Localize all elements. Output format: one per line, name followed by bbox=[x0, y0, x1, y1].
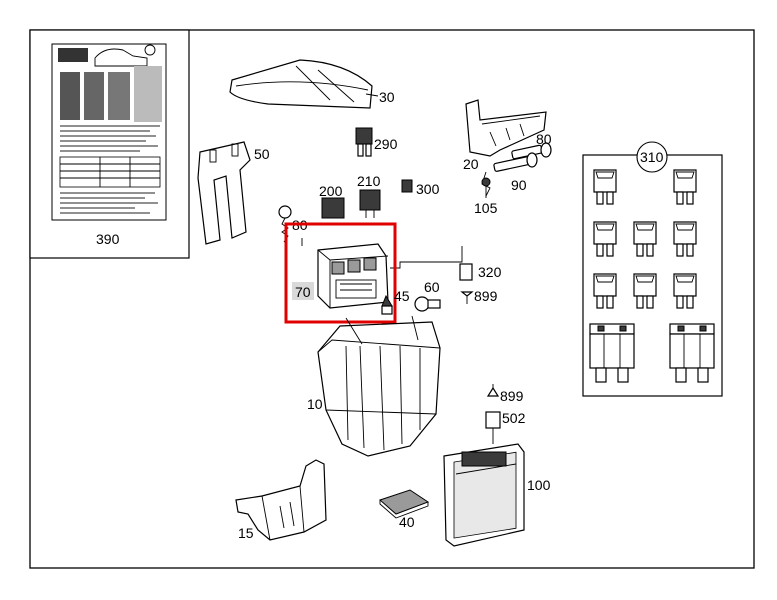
blade-fuse bbox=[633, 273, 657, 309]
instruction-sheet-illustration bbox=[51, 43, 167, 221]
part-relay-200: 200 bbox=[319, 183, 345, 219]
part-connector-320: 320 bbox=[459, 263, 502, 281]
callout-10: 10 bbox=[307, 396, 323, 412]
part-bolt-60: 60 bbox=[414, 279, 441, 312]
part-bracket-20: 20 bbox=[463, 99, 547, 172]
part-cap-502: 502 bbox=[485, 410, 526, 444]
callout-100: 100 bbox=[527, 477, 551, 493]
callout-899-top: 899 bbox=[474, 288, 498, 304]
blade-fuse bbox=[673, 221, 697, 257]
part-fuse-290: 290 bbox=[355, 127, 398, 157]
part-relay-300: 300 bbox=[401, 179, 440, 197]
selection-highlight bbox=[284, 222, 397, 324]
callout-90: 90 bbox=[511, 177, 527, 193]
callout-290: 290 bbox=[374, 136, 398, 152]
blade-fuse bbox=[633, 221, 657, 257]
part-tray-40: 40 bbox=[379, 489, 430, 530]
callout-310: 310 bbox=[640, 149, 664, 165]
part-control-unit-100: 100 bbox=[443, 443, 551, 547]
callout-bg-70 bbox=[292, 282, 314, 300]
blade-fuse bbox=[593, 273, 617, 309]
part-cover-30: 30 bbox=[229, 59, 395, 109]
part-clip-899-lower: 899 bbox=[486, 384, 524, 404]
callout-80-top: 80 bbox=[536, 131, 552, 147]
blade-fuse bbox=[673, 273, 697, 309]
inset-box-390: 390 bbox=[29, 29, 190, 259]
callout-200: 200 bbox=[319, 183, 343, 199]
callout-70: 70 bbox=[295, 284, 311, 300]
diagram-frame bbox=[29, 29, 755, 569]
part-relay-210: 210 bbox=[357, 173, 381, 218]
callout-50: 50 bbox=[254, 146, 270, 162]
part-bolt-80-upper: 80 bbox=[511, 131, 552, 160]
callout-30: 30 bbox=[379, 89, 395, 105]
part-bolt-90: 90 bbox=[493, 152, 538, 193]
callout-40: 40 bbox=[399, 514, 415, 530]
part-bracket-15: 15 bbox=[235, 459, 327, 541]
part-cap-45: 45 bbox=[381, 288, 410, 315]
callout-390: 390 bbox=[96, 231, 120, 247]
inset-box-310: 310 bbox=[582, 141, 723, 397]
maxi-fuse bbox=[669, 323, 715, 383]
callout-210: 210 bbox=[357, 173, 381, 189]
blade-fuse bbox=[673, 169, 697, 205]
callout-15: 15 bbox=[238, 525, 254, 541]
callout-45: 45 bbox=[394, 288, 410, 304]
callout-300: 300 bbox=[416, 181, 440, 197]
callout-320: 320 bbox=[478, 264, 502, 280]
part-clip-899-upper: 899 bbox=[460, 288, 498, 304]
maxi-fuse bbox=[589, 323, 635, 383]
callout-502: 502 bbox=[502, 410, 526, 426]
part-module-70: 70 bbox=[292, 243, 389, 309]
blade-fuse bbox=[593, 169, 617, 205]
part-housing-10: 10 bbox=[307, 315, 441, 457]
callout-20: 20 bbox=[463, 156, 479, 172]
blade-fuse bbox=[593, 221, 617, 257]
callout-60: 60 bbox=[424, 279, 440, 295]
leader-lines bbox=[301, 238, 463, 269]
callout-899-bottom: 899 bbox=[500, 388, 524, 404]
part-clip-105: 105 bbox=[474, 171, 498, 216]
callout-310-circle bbox=[636, 141, 668, 173]
part-bracket-50: 50 bbox=[197, 141, 270, 245]
callout-105: 105 bbox=[474, 200, 498, 216]
